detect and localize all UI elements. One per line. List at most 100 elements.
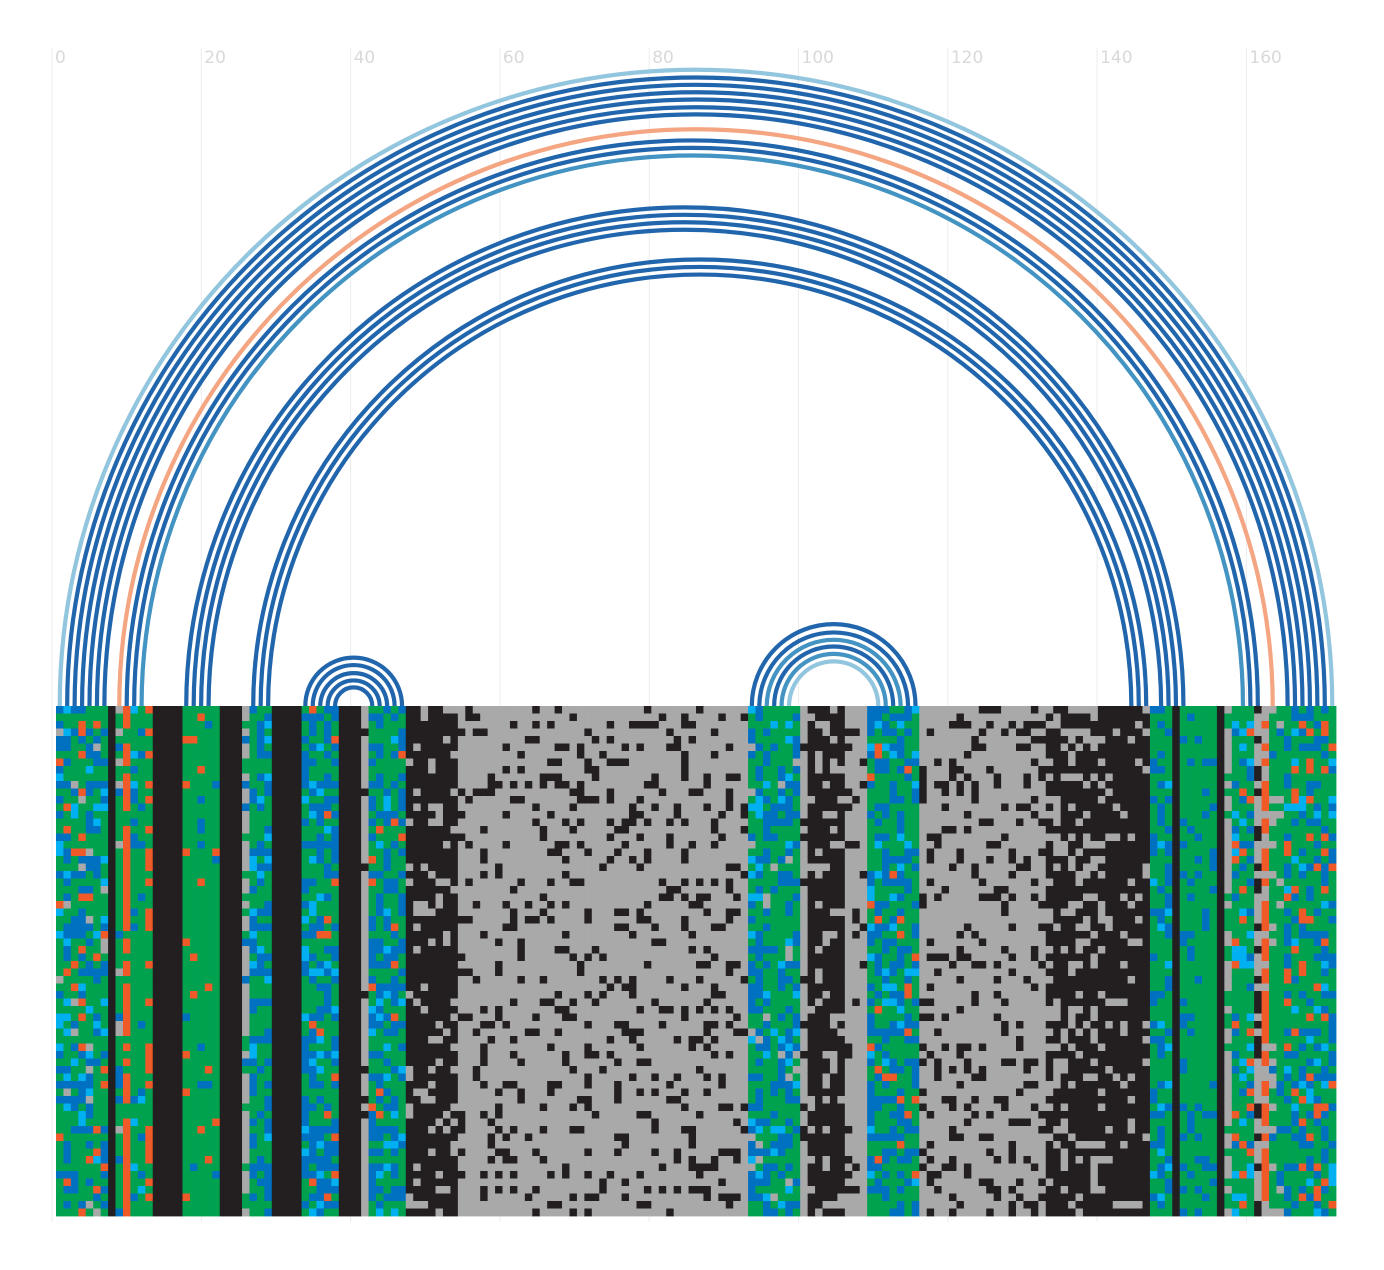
alignment-cell xyxy=(413,1028,422,1037)
alignment-cell xyxy=(219,1193,228,1202)
alignment-cell xyxy=(85,818,94,827)
alignment-cell xyxy=(122,1073,131,1082)
alignment-cell xyxy=(368,1156,377,1164)
alignment-cell xyxy=(256,841,265,849)
alignment-cell xyxy=(204,721,213,729)
alignment-cell xyxy=(517,1021,526,1029)
alignment-cell xyxy=(472,1006,481,1014)
alignment-cell xyxy=(323,983,332,992)
alignment-cell xyxy=(405,856,414,864)
alignment-cell xyxy=(472,923,481,932)
alignment-cell xyxy=(227,931,235,939)
alignment-cell xyxy=(93,1081,102,1089)
alignment-cell xyxy=(472,1133,481,1142)
alignment-cell xyxy=(539,946,548,954)
alignment-cell xyxy=(480,923,489,932)
alignment-cell xyxy=(495,743,503,752)
alignment-cell xyxy=(256,1148,265,1157)
alignment-cell xyxy=(361,991,369,999)
alignment-cell xyxy=(242,773,250,782)
alignment-cell xyxy=(108,931,116,939)
alignment-cell xyxy=(137,833,146,842)
alignment-cell xyxy=(420,1201,429,1209)
alignment-cell xyxy=(405,1081,414,1089)
alignment-cell xyxy=(137,818,146,827)
alignment-cell xyxy=(115,961,124,969)
alignment-cell xyxy=(145,1081,154,1089)
alignment-cell xyxy=(182,1201,191,1209)
alignment-cell xyxy=(487,1006,496,1014)
alignment-cell xyxy=(338,901,347,909)
alignment-cell xyxy=(271,931,280,939)
alignment-cell xyxy=(152,721,161,729)
alignment-cell xyxy=(204,1013,213,1022)
alignment-cell xyxy=(130,758,139,767)
alignment-cell xyxy=(376,901,384,909)
alignment-cell xyxy=(152,826,161,834)
alignment-cell xyxy=(346,1043,355,1052)
alignment-cell xyxy=(465,1111,474,1119)
alignment-cell xyxy=(152,863,161,872)
alignment-cell xyxy=(264,781,273,789)
alignment-cell xyxy=(405,976,414,984)
alignment-cell xyxy=(495,848,503,857)
alignment-cell xyxy=(316,1186,325,1194)
alignment-cell xyxy=(271,938,280,947)
alignment-cell xyxy=(361,1171,369,1179)
alignment-cell xyxy=(390,743,399,752)
alignment-cell xyxy=(108,871,116,879)
alignment-cell xyxy=(584,1081,593,1089)
alignment-cell xyxy=(562,713,570,722)
alignment-cell xyxy=(487,938,496,947)
alignment-cell xyxy=(85,991,94,999)
alignment-cell xyxy=(472,976,481,984)
alignment-cell xyxy=(108,878,116,887)
alignment-cell xyxy=(145,1043,154,1052)
alignment-cell xyxy=(175,1021,183,1029)
alignment-cell xyxy=(331,968,340,977)
alignment-cell xyxy=(227,796,235,804)
alignment-cell xyxy=(115,736,124,744)
alignment-cell xyxy=(331,736,340,744)
alignment-cell xyxy=(227,923,235,932)
alignment-cell xyxy=(56,1156,64,1164)
alignment-cell xyxy=(338,1006,347,1014)
alignment-cell xyxy=(93,766,102,774)
alignment-cell xyxy=(346,1156,355,1164)
alignment-cell xyxy=(316,1006,325,1014)
alignment-cell xyxy=(152,1118,161,1127)
alignment-cell xyxy=(323,728,332,737)
alignment-cell xyxy=(405,1201,414,1209)
alignment-cell xyxy=(599,743,608,752)
alignment-cell xyxy=(93,1186,102,1194)
alignment-cell xyxy=(413,1006,422,1014)
alignment-cell xyxy=(175,1088,183,1097)
alignment-cell xyxy=(204,931,213,939)
alignment-cell xyxy=(435,968,444,977)
alignment-cell xyxy=(465,736,474,744)
alignment-cell xyxy=(346,1021,355,1029)
alignment-cell xyxy=(204,841,213,849)
alignment-cell xyxy=(264,856,273,864)
alignment-cell xyxy=(122,886,131,894)
alignment-cell xyxy=(338,1178,347,1187)
alignment-cell xyxy=(584,923,593,932)
alignment-cell xyxy=(249,1051,258,1059)
alignment-cell xyxy=(227,773,235,782)
alignment-cell xyxy=(182,1156,191,1164)
alignment-cell xyxy=(331,1141,340,1149)
alignment-cell xyxy=(547,1073,555,1082)
alignment-cell xyxy=(316,841,325,849)
alignment-cell xyxy=(576,728,585,737)
alignment-cell xyxy=(309,878,317,887)
alignment-cell xyxy=(457,886,466,894)
alignment-cell xyxy=(368,968,377,977)
alignment-cell xyxy=(189,1028,198,1037)
alignment-cell xyxy=(569,1201,578,1209)
alignment-cell xyxy=(502,961,511,969)
alignment-cell xyxy=(591,1051,600,1059)
alignment-cell xyxy=(353,1036,362,1044)
alignment-cell xyxy=(294,1088,302,1097)
alignment-cell xyxy=(63,1051,72,1059)
alignment-cell xyxy=(145,1148,154,1157)
